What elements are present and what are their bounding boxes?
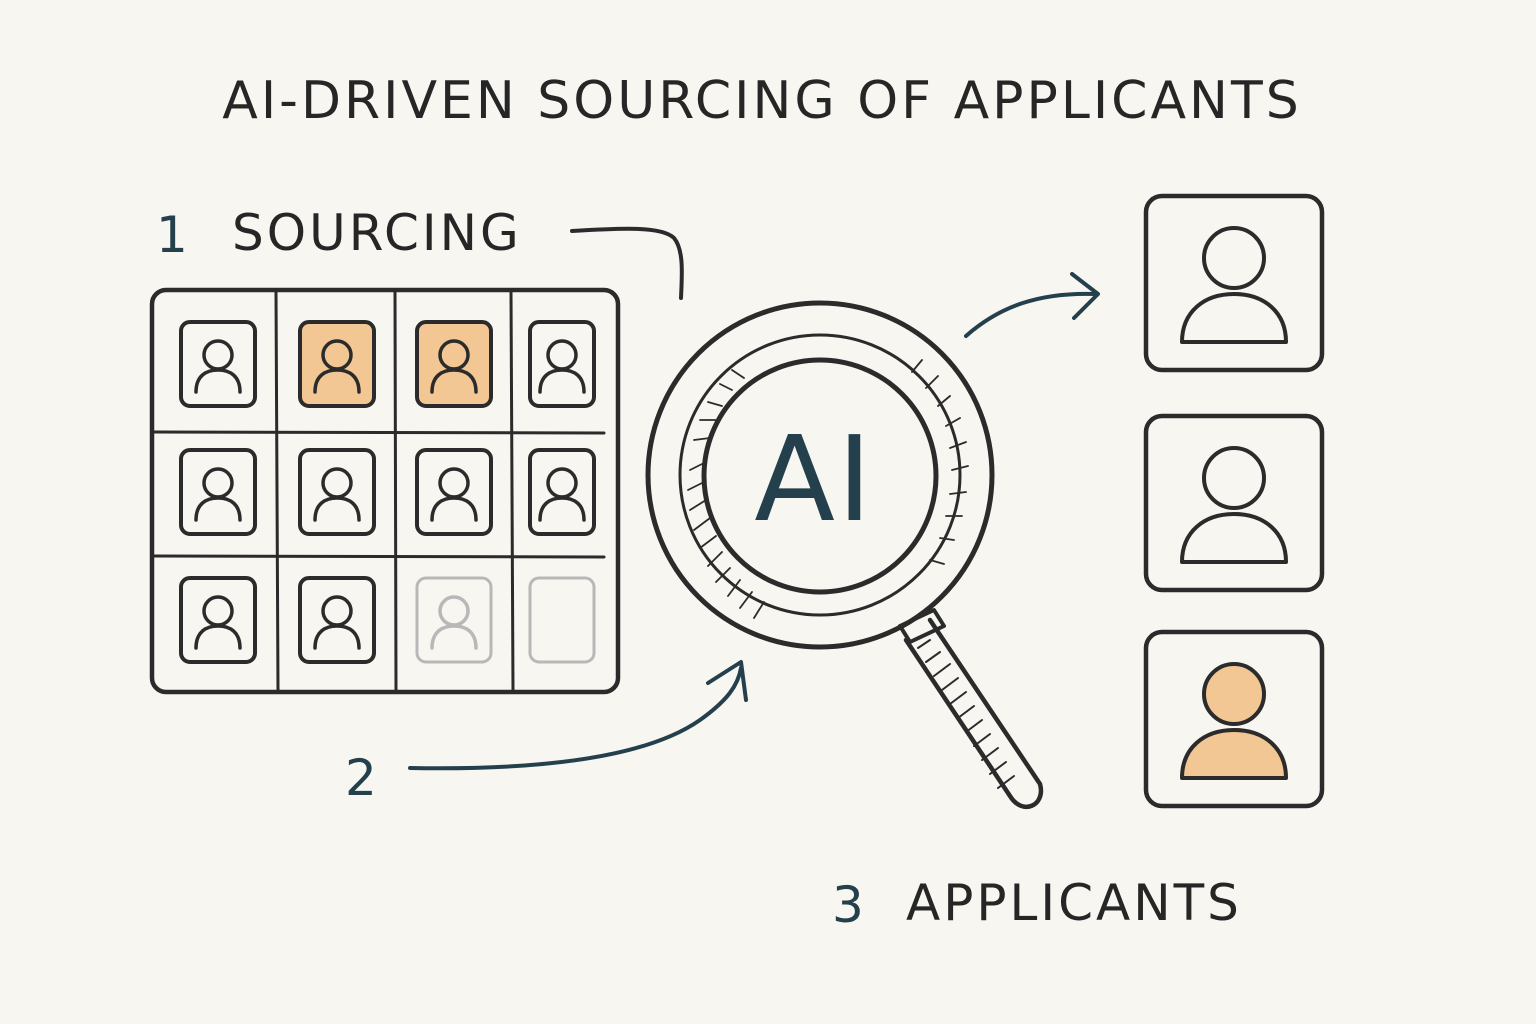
candidate-tile	[298, 320, 376, 408]
person-icon	[538, 467, 586, 522]
applicant-list	[1143, 193, 1325, 809]
person-icon	[313, 339, 361, 394]
grid-divider-horizontal	[152, 554, 606, 559]
person-icon	[194, 339, 242, 394]
person-icon	[194, 467, 242, 522]
sourcing-connector-line	[570, 226, 684, 300]
diagram-title: AI-DRIVEN SOURCING OF APPLICANTS	[222, 71, 1301, 131]
candidate-tile	[528, 320, 596, 408]
magnifier-inner-ring	[678, 333, 962, 617]
step-3-label: APPLICANTS	[906, 874, 1242, 932]
output-arrow-head	[1070, 272, 1100, 320]
person-icon	[430, 467, 478, 522]
step-1-number: 1	[156, 206, 188, 264]
candidate-pool-grid	[149, 287, 621, 695]
candidate-tile	[528, 448, 596, 536]
person-icon	[430, 339, 478, 394]
magnifier-outer-ring	[645, 300, 995, 650]
person-icon	[538, 339, 586, 394]
magnifier-ring-hatching	[687, 359, 969, 619]
magnifier-icon: AI	[645, 300, 1044, 809]
step-3-number: 3	[832, 876, 864, 934]
applicant-card	[1143, 413, 1325, 593]
candidate-tile	[179, 448, 257, 536]
candidate-tile	[298, 448, 376, 536]
candidate-tile	[298, 576, 376, 664]
magnifier-lens	[701, 357, 939, 595]
person-icon	[430, 595, 478, 650]
candidate-tile	[415, 320, 493, 408]
person-icon	[313, 595, 361, 650]
candidate-tile	[415, 576, 493, 664]
grid-divider-vertical	[509, 290, 515, 692]
applicant-person-icon	[1180, 446, 1288, 564]
step-2-arrow	[408, 666, 743, 771]
output-arrow	[964, 291, 1098, 338]
applicant-person-icon	[1180, 662, 1288, 780]
grid-divider-vertical	[393, 290, 398, 692]
grid-divider-vertical	[274, 290, 280, 692]
candidate-tile	[179, 576, 257, 664]
candidate-pool-frame	[149, 287, 621, 695]
candidate-tile	[528, 576, 596, 664]
applicant-card	[1143, 193, 1325, 373]
step-1-label: SOURCING	[232, 204, 522, 262]
magnifier-handle	[898, 608, 1044, 809]
step-2-arrow-head	[706, 660, 748, 702]
grid-divider-horizontal	[152, 430, 606, 435]
applicant-person-icon	[1180, 226, 1288, 344]
lens-ai-text: AI	[754, 410, 874, 548]
step-2-number: 2	[345, 749, 377, 807]
candidate-tile	[179, 320, 257, 408]
candidate-tile	[415, 448, 493, 536]
person-icon	[194, 595, 242, 650]
person-icon	[313, 467, 361, 522]
applicant-card	[1143, 629, 1325, 809]
